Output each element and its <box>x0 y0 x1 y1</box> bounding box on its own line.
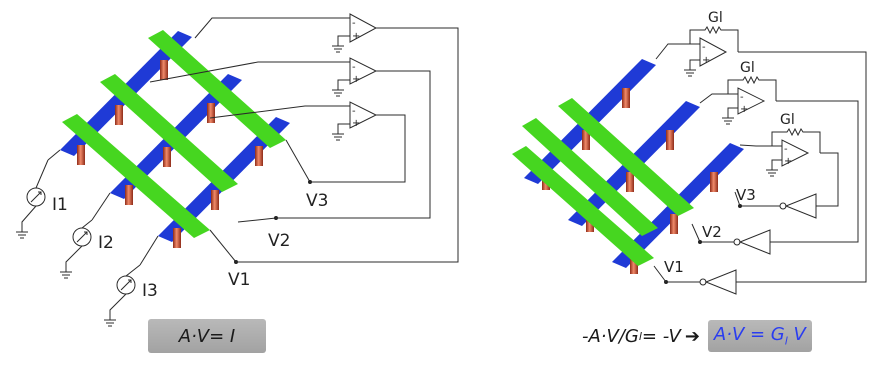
right-inverter-1 <box>704 269 737 295</box>
pillar <box>211 190 219 210</box>
left-opamp-2 <box>349 57 378 85</box>
right-label-v3: V3 <box>736 186 756 204</box>
pillar <box>125 185 133 205</box>
left-equation-box: A·V= I <box>148 319 266 353</box>
pillar <box>77 145 85 165</box>
right-result-a: A·V = G <box>713 324 785 346</box>
right-equation-sub: l <box>638 329 642 343</box>
right-equation-prefix: -A·V/G <box>582 325 639 347</box>
feedback-label-3: Gl <box>780 112 795 128</box>
svg-text:-: - <box>702 42 706 53</box>
label-v2: V2 <box>268 231 290 251</box>
pillar <box>115 105 123 125</box>
svg-text:-: - <box>740 92 744 103</box>
right-col-bars <box>512 98 694 266</box>
left-labels: I1 I2 I3 V1 V2 V3 <box>52 191 328 301</box>
pillar <box>626 172 634 192</box>
right-result-sub: l <box>784 334 788 348</box>
svg-text:-: - <box>352 106 356 117</box>
right-col-bar-1 <box>558 98 694 216</box>
pillar <box>173 228 181 248</box>
pillar <box>710 172 718 192</box>
left-wiring: - + - + - + <box>16 13 459 327</box>
svg-text:+: + <box>784 156 792 167</box>
left-col-bar-1 <box>148 30 286 148</box>
svg-text:+: + <box>352 31 360 42</box>
right-label-v1: V1 <box>664 258 684 276</box>
right-label-v2: V2 <box>702 223 722 241</box>
pillar <box>622 88 630 108</box>
feedback-label-2: Gl <box>740 60 755 76</box>
svg-text:+: + <box>740 104 748 115</box>
right-opamp-3 <box>781 139 810 167</box>
svg-text:-: - <box>784 144 788 155</box>
right-crossbar-array <box>512 59 744 274</box>
arrow-icon: ➔ <box>684 325 700 347</box>
right-result-b: V <box>787 324 806 346</box>
left-opamp-3 <box>349 101 378 129</box>
pillar <box>160 60 168 80</box>
label-i1: I1 <box>52 195 68 215</box>
svg-text:+: + <box>702 55 710 66</box>
left-opamp-1 <box>349 13 378 43</box>
pillar <box>582 130 590 150</box>
label-i2: I2 <box>98 233 114 253</box>
pillar <box>163 147 171 167</box>
left-col-bar-2 <box>100 74 238 192</box>
left-col-bars <box>62 30 286 238</box>
pillar <box>630 254 638 274</box>
svg-text:+: + <box>352 74 360 85</box>
svg-text:-: - <box>352 18 356 29</box>
pillar <box>255 146 263 166</box>
feedback-label-1: Gl <box>708 10 723 26</box>
label-v1: V1 <box>228 270 250 290</box>
right-equation-mid: = -V <box>641 325 681 347</box>
pillar <box>666 130 674 150</box>
right-result-box: A·V = Gl V <box>707 320 812 352</box>
right-wiring: - + - + - + <box>653 25 867 295</box>
left-equation: A·V= I <box>178 325 236 347</box>
right-inverter-3 <box>784 193 817 219</box>
right-inverter-2 <box>738 229 771 255</box>
right-col-bar-2 <box>522 118 658 236</box>
svg-text:-: - <box>352 62 356 73</box>
right-opamp-1 <box>699 37 728 67</box>
right-col-bar-3 <box>512 146 654 266</box>
label-v3: V3 <box>306 191 328 211</box>
left-pillars <box>77 60 263 248</box>
right-labels: Gl Gl Gl V1 V2 V3 <box>664 10 795 276</box>
right-opamp-2 <box>737 87 766 115</box>
pillar <box>670 214 678 234</box>
svg-text:+: + <box>352 118 360 129</box>
left-crossbar-array <box>60 30 290 248</box>
pillar <box>207 103 215 123</box>
label-i3: I3 <box>142 281 158 301</box>
left-col-bar-3 <box>62 114 210 238</box>
